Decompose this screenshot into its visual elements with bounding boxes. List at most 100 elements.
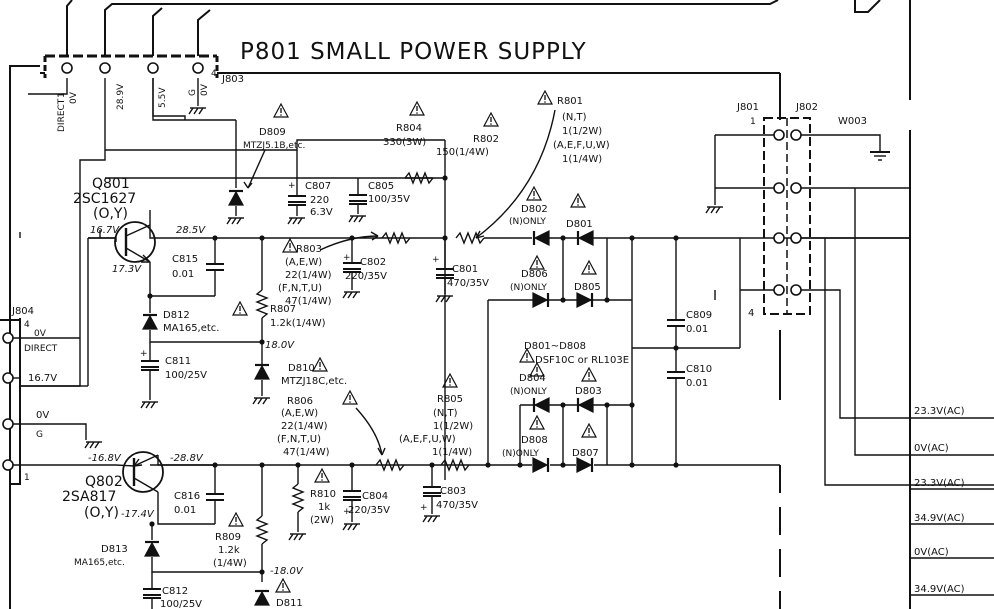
d806-note: (N)ONLY [510,283,547,293]
d813-ref: D813 [101,544,128,555]
r803-l2: 22(1/4W) [285,270,332,281]
j801-label: J801 [736,102,759,113]
c811-value: 100/25V [165,370,207,381]
connector-j801-j802: J801 J802 1 4 W003 [736,102,867,319]
connector-j804: J804 4 0V DIRECT 16.7V 0V G 1 [0,306,116,485]
ac-line-labels: 23.3V(AC) 0V(AC) 23.3V(AC) 34.9V(AC) 0V(… [910,406,994,596]
c802-value: 220/35V [345,271,387,282]
c807-voltage: 6.3V [310,207,333,218]
r805-l2: 1(1/2W) [433,421,473,432]
j803-pin-1: 1 [57,92,67,98]
r803-ref: R803 [296,244,322,255]
d801-ref: D801 [566,219,593,230]
r810-l1: 1k [318,502,330,513]
ac-line-5: 0V(AC) [914,547,949,558]
j803-pin-5v5: 5.5V [158,87,168,108]
r804-value: 330(3W) [383,137,426,148]
q802-grade: (O,Y) [84,505,119,521]
d805-ref: D805 [574,282,601,293]
v-28-5: 28.5V [176,225,206,236]
d804-note: (N)ONLY [510,387,547,397]
c815-ref: C815 [172,254,198,265]
j803-pin-28v9: 28.9V [116,83,126,110]
r805-l1: (N,T) [433,408,458,419]
c816-ref: C816 [174,491,200,502]
c801-ref: C801 [452,264,478,275]
r806-ref: R806 [287,396,313,407]
r806-l1: (A,E,W) [281,408,318,419]
j801-pin1: 1 [750,117,756,127]
r801-l3: (A,E,F,U,W) [553,140,610,151]
c803-ref: C803 [440,486,466,497]
j803-pin-g: G [188,89,198,96]
svg-text:+: + [343,507,351,517]
q801-part: 2SC1627 [73,191,136,207]
r806-l4: 47(1/4W) [283,447,330,458]
c812-value: 100/25V [160,599,202,609]
r802-value: 150(1/4W) [436,147,489,158]
r806-l2: 22(1/4W) [281,421,328,432]
d802-note: (N)ONLY [509,217,546,227]
c804-value: 220/35V [348,505,390,516]
r803-l4: 47(1/4W) [285,296,332,307]
ac-line-4: 34.9V(AC) [914,513,965,524]
c815-value: 0.01 [172,269,194,280]
connector-j803: J803 DIRECT 0V 28.9V 5.5V G 0V 1 4 [43,54,244,132]
c801-value: 470/35V [447,278,489,289]
v-n17-4: -17.4V [121,509,155,520]
d802-ref: D802 [521,204,548,215]
j803-pin-0v-b: 0V [200,83,210,96]
d807-ref: D807 [572,448,599,459]
diagram-title: P801 SMALL POWER SUPPLY [240,39,587,65]
c807-value: 220 [310,195,329,206]
d810-value: MTZJ18C,etc. [281,376,347,387]
svg-text:+: + [343,253,351,263]
q802-ref: Q802 [85,474,123,490]
j803-label: J803 [221,74,244,85]
d804-ref: D804 [519,373,546,384]
v-n18-0: -18.0V [270,566,304,577]
svg-text:+: + [140,349,148,359]
d808-ref: D808 [521,435,548,446]
c812-ref: C812 [162,586,188,597]
d801-808-ref: D801~D808 [524,341,586,352]
r805-l4: 1(1/4W) [432,447,472,458]
c805-ref: C805 [368,181,394,192]
j804-pin-1: 1 [24,473,30,483]
j804-pin-0v: 0V [34,329,47,339]
j803-pin-0v: 0V [69,91,79,104]
r806-l3: (F,N,T,U) [277,434,321,445]
d808-note: (N)ONLY [502,449,539,459]
v-n16-8: -16.8V [88,453,122,464]
r809-l2: (1/4W) [213,558,247,569]
d813-value: MA165,etc. [74,558,125,568]
d809-value: MTZJ5.1B,etc. [243,141,305,151]
d801-808-value: DSF10C or RL103E [535,355,629,366]
d811-ref: D811 [276,598,303,609]
r803-l3: (F,N,T,U) [278,283,322,294]
j804-pin-direct: DIRECT [24,344,58,354]
v-16-7: 16.7V [90,225,120,236]
c811-ref: C811 [165,356,191,367]
d809-ref: D809 [259,127,286,138]
r802-ref: R802 [473,134,499,145]
r801-ref: R801 [557,96,583,107]
ac-line-1: 23.3V(AC) [914,406,965,417]
ac-line-2: 0V(AC) [914,443,949,454]
transistor-q802: Q802 2SA817 (O,Y) [62,451,164,521]
r804-ref: R804 [396,123,422,134]
q801-ref: Q801 [92,176,130,192]
d810-ref: D810 [288,363,315,374]
d812-ref: D812 [163,310,190,321]
j801-pin4: 4 [748,308,754,319]
j804-pin-4: 4 [24,320,30,330]
r807-value: 1.2k(1/4W) [270,318,326,329]
c805-value: 100/35V [368,194,410,205]
svg-text:+: + [420,503,428,513]
d803-ref: D803 [575,386,602,397]
r805-l3: (A,E,F,U,W) [399,434,456,445]
svg-text:+: + [432,255,440,265]
r807-ref: R807 [270,304,296,315]
v-17-3: 17.3V [112,264,142,275]
